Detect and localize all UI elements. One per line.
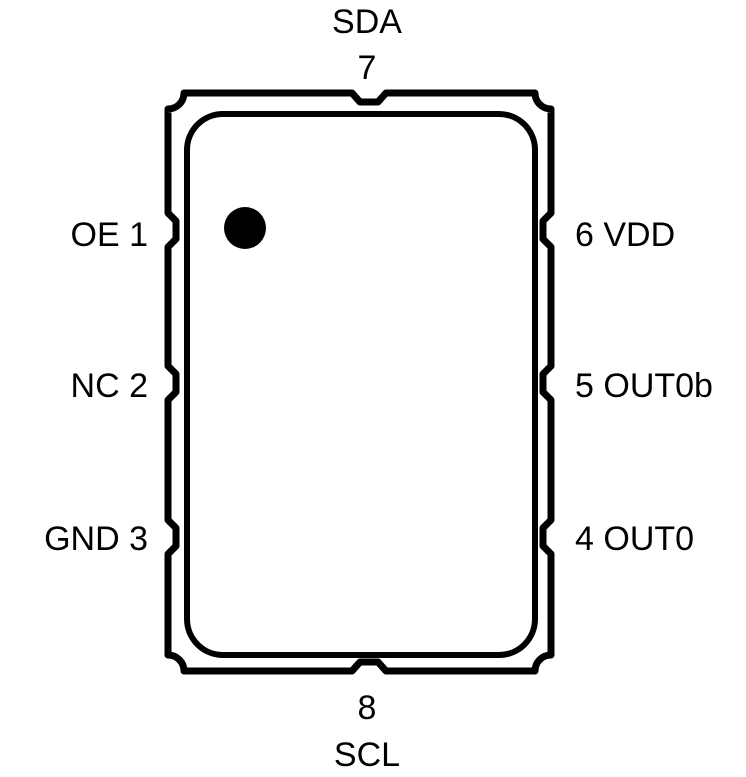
- pin1-label: OE 1: [71, 218, 149, 252]
- pin7-name: SDA: [332, 3, 402, 41]
- pin4-label: 4 OUT0: [575, 522, 694, 556]
- pin1-number: 1: [129, 216, 148, 254]
- pin5-name: OUT0b: [603, 367, 713, 405]
- pin6-label: 6 VDD: [575, 218, 675, 252]
- pin2-label: NC 2: [71, 369, 148, 403]
- pin6-name: VDD: [603, 216, 676, 254]
- package-body: [164, 89, 555, 675]
- pin6-number: 6: [575, 216, 594, 254]
- pin2-number: 2: [129, 367, 148, 405]
- pin5-label: 5 OUT0b: [575, 369, 713, 403]
- pin7-number: 7: [357, 49, 377, 87]
- pin1-indicator-dot: [224, 207, 266, 249]
- pin8-number: 8: [357, 689, 377, 727]
- pin2-name: NC: [70, 367, 120, 405]
- pin4-number: 4: [575, 520, 594, 558]
- pin8-name: SCL: [333, 736, 401, 774]
- pin3-number: 3: [129, 520, 148, 558]
- pin5-number: 5: [575, 367, 594, 405]
- pin1-name: OE: [70, 216, 120, 254]
- pin4-name: OUT0: [603, 520, 695, 558]
- pin3-name: GND: [44, 520, 120, 558]
- pin3-label: GND 3: [44, 522, 148, 556]
- package-lid: [184, 111, 538, 658]
